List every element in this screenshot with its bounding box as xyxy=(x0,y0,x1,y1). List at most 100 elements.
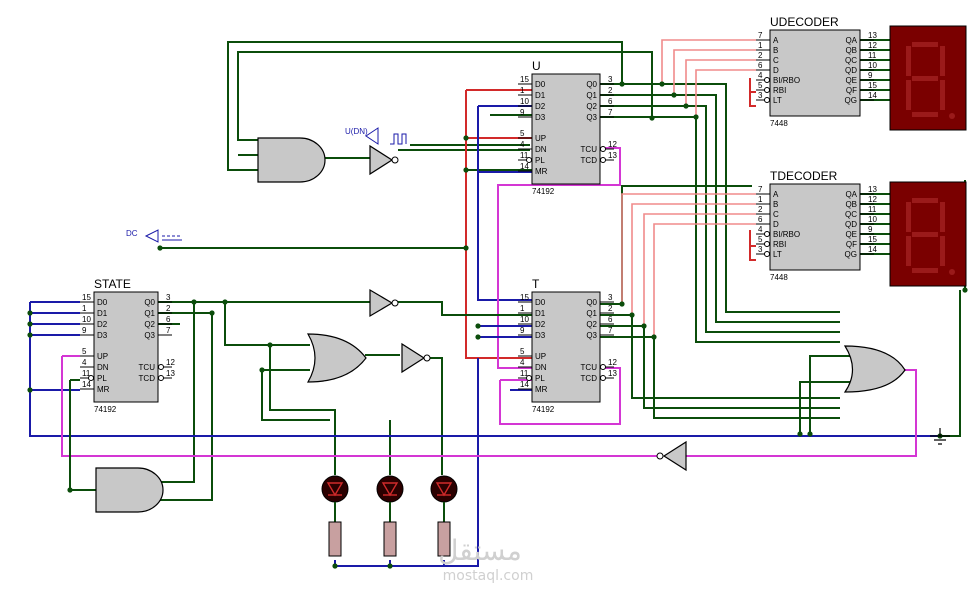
pin-name: Q0 xyxy=(586,80,597,89)
pin-name: QG xyxy=(845,250,857,259)
pin-number: 3 xyxy=(608,293,613,302)
pin-name: C xyxy=(773,210,779,219)
chip-state-name: STATE xyxy=(94,277,131,291)
pin-number: 2 xyxy=(608,304,613,313)
pin-name: D0 xyxy=(535,80,546,89)
pin-name: QD xyxy=(845,220,857,229)
chip-t[interactable]: T7419215D01D110D29D35UP4DN11PL14MR3Q02Q1… xyxy=(518,277,617,414)
and-gate-bottom xyxy=(95,467,164,513)
chip-tdecoder[interactable]: TDECODER74487A1B2C6D4BI/RBO5RBI3LT13QA12… xyxy=(756,169,877,282)
pin-number: 12 xyxy=(608,140,617,149)
pin-number: 10 xyxy=(520,97,529,106)
pin-name: D3 xyxy=(535,331,546,340)
pin-number: 13 xyxy=(608,151,617,160)
chip-u-name: U xyxy=(532,59,541,73)
chip-state[interactable]: STATE7419215D01D110D29D35UP4DN11PL14MR3Q… xyxy=(80,277,175,414)
pin-name: TCU xyxy=(139,363,156,372)
pin-name: D1 xyxy=(535,91,546,100)
pin-name: MR xyxy=(535,167,548,176)
pin-number: 6 xyxy=(608,315,613,324)
pin-number: 14 xyxy=(868,91,877,100)
pin-name: UP xyxy=(535,134,546,143)
pin-name: B xyxy=(773,200,778,209)
pin-number: 15 xyxy=(520,293,529,302)
watermark-latin: mostaql.com xyxy=(443,568,534,584)
pin-number: 2 xyxy=(166,304,171,313)
leds xyxy=(321,475,458,557)
pin-number: 5 xyxy=(82,347,87,356)
pin-number: 9 xyxy=(82,326,87,335)
chip-state-part: 74192 xyxy=(94,405,117,414)
led-1[interactable] xyxy=(321,475,349,503)
inverter-q0 xyxy=(369,288,399,318)
pin-number: 14 xyxy=(82,380,91,389)
inverter-dn xyxy=(369,144,399,176)
pin-number: 15 xyxy=(868,81,877,90)
pin-name: TCD xyxy=(139,374,156,383)
pin-name: DN xyxy=(97,363,109,372)
pin-number: 5 xyxy=(758,81,763,90)
pin-number: 1 xyxy=(82,304,87,313)
pin-name: RBI xyxy=(773,240,786,249)
pin-name: Q0 xyxy=(144,298,155,307)
pin-name: D0 xyxy=(535,298,546,307)
pin-number: 14 xyxy=(868,245,877,254)
pin-name: MR xyxy=(97,385,110,394)
pin-number: 13 xyxy=(868,185,877,194)
chip-u[interactable]: U7419215D01D110D29D35UP4DN11PL14MR3Q02Q1… xyxy=(518,59,617,196)
pin-number: 9 xyxy=(868,225,873,234)
pin-name: DN xyxy=(535,145,547,154)
pin-name: A xyxy=(773,190,779,199)
display-t xyxy=(889,181,967,287)
pin-name: QE xyxy=(845,76,857,85)
or-gate-middle xyxy=(306,333,367,383)
pin-name: D3 xyxy=(535,113,546,122)
pin-number: 6 xyxy=(608,97,613,106)
pin-number: 12 xyxy=(166,358,175,367)
chip-t-name: T xyxy=(532,277,540,291)
pin-name: QG xyxy=(845,96,857,105)
pin-name: D2 xyxy=(97,320,108,329)
led-2[interactable] xyxy=(376,475,404,503)
pin-number: 10 xyxy=(520,315,529,324)
pin-name: Q3 xyxy=(586,331,597,340)
pin-number: 11 xyxy=(520,151,529,160)
pin-name: TCU xyxy=(581,363,598,372)
pin-name: UP xyxy=(97,352,108,361)
dc-generator: DC xyxy=(126,229,182,243)
pin-number: 7 xyxy=(758,185,763,194)
pin-name: D0 xyxy=(97,298,108,307)
inverter-or xyxy=(401,342,431,374)
pin-number: 11 xyxy=(868,51,877,60)
pin-name: BI/RBO xyxy=(773,76,800,85)
pin-number: 7 xyxy=(608,326,613,335)
pin-number: 11 xyxy=(868,205,877,214)
pin-number: 1 xyxy=(520,86,525,95)
display-u xyxy=(889,25,967,131)
resistor-3 xyxy=(437,502,451,557)
chip-t-part: 74192 xyxy=(532,405,555,414)
pin-number: 6 xyxy=(758,61,763,70)
pin-name: D2 xyxy=(535,102,546,111)
pin-number: 4 xyxy=(82,358,87,367)
pin-name: QE xyxy=(845,230,857,239)
pin-name: C xyxy=(773,56,779,65)
pin-number: 4 xyxy=(520,140,525,149)
chip-udecoder[interactable]: UDECODER74487A1B2C6D4BI/RBO5RBI3LT13QA12… xyxy=(756,15,877,128)
led-3[interactable] xyxy=(430,475,458,503)
pin-name: QA xyxy=(845,36,857,45)
pin-number: 13 xyxy=(608,369,617,378)
pin-name: D1 xyxy=(535,309,546,318)
pin-number: 2 xyxy=(608,86,613,95)
pin-name: LT xyxy=(773,96,782,105)
pin-name: DN xyxy=(535,363,547,372)
pin-number: 11 xyxy=(82,369,91,378)
pin-name: D xyxy=(773,220,779,229)
pin-name: A xyxy=(773,36,779,45)
chips: STATE7419215D01D110D29D35UP4DN11PL14MR3Q… xyxy=(80,15,877,414)
pin-number: 10 xyxy=(868,61,877,70)
clock-generator-udn: U(DN) xyxy=(345,127,407,145)
pin-number: 9 xyxy=(520,326,525,335)
pin-number: 9 xyxy=(868,71,873,80)
